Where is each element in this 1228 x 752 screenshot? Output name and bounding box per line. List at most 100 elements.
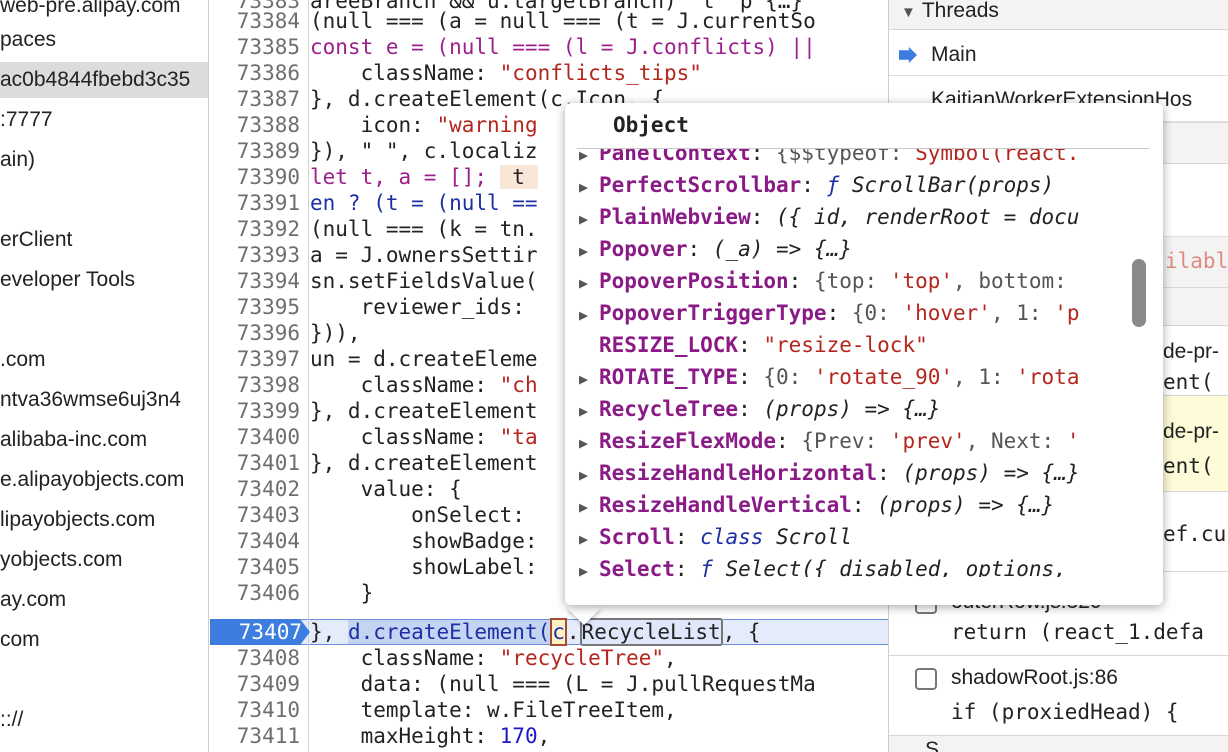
- line-number[interactable]: 73386: [236, 61, 300, 85]
- line-number[interactable]: 73396: [236, 321, 300, 345]
- hovered-token[interactable]: c: [550, 618, 567, 646]
- property-row[interactable]: ▶Popover: (_a) => {…}: [579, 233, 852, 265]
- line-number[interactable]: 73397: [236, 347, 300, 371]
- separator: :: [750, 149, 777, 165]
- property-value: "resize-lock": [763, 333, 928, 357]
- breakpoint-item[interactable]: shadowRoot.js:86 if (proxiedHead) {: [889, 656, 1228, 736]
- expand-triangle-icon[interactable]: ▶: [579, 306, 589, 324]
- expand-triangle-icon[interactable]: ▶: [579, 274, 589, 292]
- expand-triangle-icon[interactable]: ▶: [579, 242, 589, 260]
- source-item[interactable]: eveloper Tools: [0, 268, 136, 291]
- source-item[interactable]: ntva36wmse6uj3n4: [0, 388, 181, 411]
- line-number[interactable]: 73383: [236, 0, 300, 13]
- popover-scrollbar[interactable]: [1132, 259, 1146, 327]
- source-item[interactable]: ain): [0, 148, 36, 171]
- source-item[interactable]: lipayobjects.com: [0, 508, 156, 531]
- line-number[interactable]: 73384: [236, 9, 300, 33]
- line-number[interactable]: 73394: [236, 269, 300, 293]
- property-key: Select: [599, 557, 675, 577]
- property-row[interactable]: ▶PlainWebview: ({ id, renderRoot = docu: [579, 201, 1079, 233]
- breakpoint-checkbox[interactable]: [915, 668, 937, 690]
- line-number[interactable]: 73401: [236, 451, 300, 475]
- source-item[interactable]: web-pre.alipay.com: [0, 0, 181, 17]
- code-text: className:: [310, 61, 500, 85]
- line-number[interactable]: 73393: [236, 243, 300, 267]
- line-number[interactable]: 73387: [236, 87, 300, 111]
- property-row[interactable]: ▶Select: ƒ Select({ disabled, options,: [579, 553, 1067, 577]
- thread-label: Main: [931, 43, 977, 66]
- line-number[interactable]: 73405: [236, 555, 300, 579]
- expand-triangle-icon[interactable]: ▶: [579, 210, 589, 228]
- line-number[interactable]: 73391: [236, 191, 300, 215]
- threads-section-header[interactable]: ▼Threads: [889, 0, 1228, 30]
- property-row[interactable]: ▶ResizeHandleVertical: (props) => {…}: [579, 489, 1054, 521]
- property-value: Scroll: [776, 525, 852, 549]
- line-number[interactable]: 73385: [236, 35, 300, 59]
- line-number[interactable]: 73398: [236, 373, 300, 397]
- expand-triangle-icon[interactable]: ▶: [579, 434, 589, 452]
- property-value: , 1:: [953, 365, 1017, 389]
- property-row[interactable]: ▶ResizeFlexMode: {Prev: 'prev', Next: ': [579, 425, 1080, 457]
- line-number[interactable]: 73390: [236, 165, 300, 189]
- source-item[interactable]: com: [0, 628, 40, 651]
- line-number[interactable]: 73392: [236, 217, 300, 241]
- expand-triangle-icon[interactable]: ▶: [579, 149, 589, 164]
- code-line: onSelect:: [310, 502, 525, 528]
- source-item[interactable]: ay.com: [0, 588, 67, 611]
- code-text: const e = (null === (l = J.conflicts) ||: [310, 35, 816, 59]
- source-item[interactable]: :7777: [0, 108, 53, 131]
- breakpoint-current-line-number[interactable]: 73407: [210, 619, 310, 645]
- property-row[interactable]: ▶PanelContext: {$$typeof: Symbol(react.: [579, 149, 1079, 169]
- highlighted-identifier[interactable]: RecycleList: [579, 618, 723, 646]
- section-header[interactable]: S: [889, 736, 1228, 752]
- property-value: {Prev:: [801, 429, 890, 453]
- source-item[interactable]: .com: [0, 348, 46, 371]
- expand-triangle-icon[interactable]: ▶: [579, 370, 589, 388]
- object-preview-popover[interactable]: Object ▶PanelContext: {$$typeof: Symbol(…: [565, 103, 1163, 605]
- line-number[interactable]: 73399: [236, 399, 300, 423]
- line-number[interactable]: 73411: [236, 724, 300, 748]
- code-string: "recycleTree": [499, 646, 665, 670]
- property-row[interactable]: ▶PerfectScrollbar: ƒ ScrollBar(props): [579, 169, 1054, 201]
- line-number[interactable]: 73404: [236, 529, 300, 553]
- source-item[interactable]: e.alipayobjects.com: [0, 468, 185, 491]
- line-number[interactable]: 73395: [236, 295, 300, 319]
- expand-triangle-icon[interactable]: ▶: [579, 498, 589, 516]
- line-number[interactable]: 73400: [236, 425, 300, 449]
- line-number[interactable]: 73410: [236, 698, 300, 722]
- property-row[interactable]: ▶Scroll: class Scroll: [579, 521, 852, 553]
- line-number[interactable]: 73408: [236, 646, 300, 670]
- property-row[interactable]: ▶ROTATE_TYPE: {0: 'rotate_90', 1: 'rota: [579, 361, 1079, 393]
- source-item[interactable]: :://: [0, 708, 24, 731]
- line-number[interactable]: 73403: [236, 503, 300, 527]
- line-number[interactable]: 73388: [236, 113, 300, 137]
- property-list[interactable]: ▶PanelContext: {$$typeof: Symbol(react. …: [565, 149, 1135, 577]
- separator: :: [738, 333, 764, 357]
- source-item-selected[interactable]: ac0b4844fbebd3c35: [0, 62, 208, 98]
- call-frame-row[interactable]: de-pr- ent(: [889, 326, 1228, 396]
- property-key: PerfectScrollbar: [599, 173, 802, 197]
- line-number[interactable]: 73402: [236, 477, 300, 501]
- line-number[interactable]: 73409: [236, 672, 300, 696]
- expand-triangle-icon[interactable]: ▶: [579, 178, 589, 196]
- source-item[interactable]: alibaba-inc.com: [0, 428, 148, 451]
- source-item[interactable]: paces: [0, 28, 57, 51]
- property-row[interactable]: ▶ResizeHandleHorizontal: (props) => {…}: [579, 457, 1079, 489]
- code-text: value: {: [310, 477, 462, 501]
- property-row[interactable]: ▶RecycleTree: (props) => {…}: [579, 393, 940, 425]
- expand-triangle-icon[interactable]: ▶: [579, 466, 589, 484]
- expand-triangle-icon[interactable]: ▶: [579, 562, 589, 577]
- code-text: sn.setFieldsValue(: [310, 269, 538, 293]
- thread-item-main[interactable]: Main: [889, 34, 1228, 76]
- line-number[interactable]: 73406: [236, 581, 300, 605]
- expand-triangle-icon[interactable]: ▶: [579, 530, 589, 548]
- line-number[interactable]: 73389: [236, 139, 300, 163]
- source-item[interactable]: erClient: [0, 228, 73, 251]
- property-row[interactable]: RESIZE_LOCK: "resize-lock": [579, 329, 928, 361]
- expand-triangle-icon[interactable]: ▶: [579, 402, 589, 420]
- property-row[interactable]: ▶PopoverTriggerType: {0: 'hover', 1: 'p: [579, 297, 1079, 329]
- code-text: .: [566, 620, 580, 644]
- source-item[interactable]: yobjects.com: [0, 548, 123, 571]
- property-row[interactable]: ▶PopoverPosition: {top: 'top', bottom:: [579, 265, 1067, 297]
- code-line: let t, a = []; t: [310, 164, 538, 190]
